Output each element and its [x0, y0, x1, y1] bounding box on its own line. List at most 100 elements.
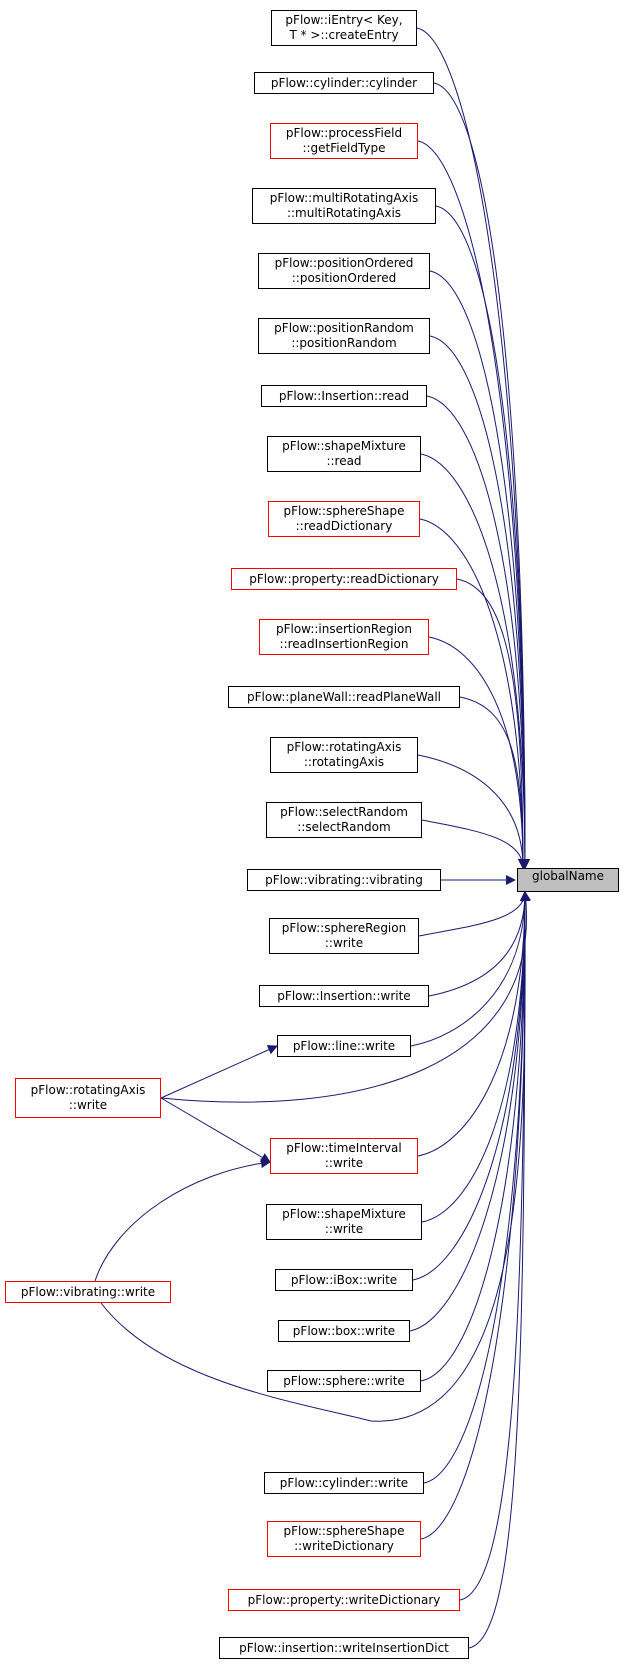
node-label-line: ::positionRandom	[291, 336, 397, 350]
node-label-line: pFlow::iEntry< Key,	[285, 13, 403, 27]
edge-n20-to-focus	[421, 891, 530, 1223]
node-label-line: ::selectRandom	[297, 820, 391, 834]
edge-r1-to-focus	[160, 891, 531, 1103]
edge-n23-to-focus	[420, 891, 530, 1382]
node-label-line: pFlow::property::writeDictionary	[247, 1592, 441, 1607]
node-label-line: pFlow::property::readDictionary	[249, 571, 439, 586]
edge-r1-to-n19	[160, 1097, 271, 1163]
caller-node-pflow-cylinder-cylinder[interactable]: pFlow::cylinder::cylinder	[254, 72, 434, 94]
caller-node-pflow-sphereshape-readdictionary[interactable]: pFlow::sphereShape::readDictionary	[268, 501, 420, 537]
node-label-line: pFlow::processField	[285, 126, 403, 140]
caller-node-pflow-box-write[interactable]: pFlow::box::write	[278, 1320, 410, 1342]
edge-r2-to-n19	[94, 1158, 271, 1282]
node-label-line: pFlow::planeWall::readPlaneWall	[247, 689, 441, 704]
caller-node-pflow-insertion-write[interactable]: pFlow::Insertion::write	[259, 985, 429, 1007]
focus-node-globalname: globalName	[517, 868, 619, 892]
caller-node-pflow-ibox-write[interactable]: pFlow::iBox::write	[275, 1269, 413, 1291]
caller-node-pflow-property-readdictionary[interactable]: pFlow::property::readDictionary	[231, 568, 457, 590]
edge-n8-to-focus	[420, 453, 530, 869]
node-label-line: pFlow::Insertion::read	[278, 388, 410, 403]
node-label-line: pFlow::rotatingAxis	[30, 1083, 146, 1097]
edge-n21-to-focus	[412, 891, 530, 1281]
node-label-line: pFlow::shapeMixture	[282, 1207, 406, 1221]
node-label-line: pFlow::iBox::write	[290, 1272, 398, 1287]
caller-node-pflow-positionordered-positionordered[interactable]: pFlow::positionOrdered::positionOrdered	[258, 253, 430, 289]
edge-n9-to-focus	[419, 518, 528, 869]
node-label-line: ::readInsertionRegion	[279, 637, 409, 651]
node-label-line: pFlow::sphereShape	[283, 1524, 405, 1538]
node-label-line: pFlow::sphereShape	[283, 504, 405, 518]
edge-n17-to-focus	[428, 891, 530, 997]
caller-node-pflow-sphereregion-write[interactable]: pFlow::sphereRegion::write	[269, 918, 419, 954]
edge-r1-to-n18	[160, 1045, 278, 1099]
node-label-line: ::write	[324, 936, 364, 950]
edge-n10-to-focus	[456, 578, 528, 869]
caller-node-pflow-line-write[interactable]: pFlow::line::write	[277, 1035, 411, 1057]
node-label-line: pFlow::sphereRegion	[281, 921, 407, 935]
caller-node-pflow-positionrandom-positionrandom[interactable]: pFlow::positionRandom::positionRandom	[258, 318, 430, 354]
node-label-line: ::getFieldType	[302, 141, 386, 155]
node-label-line: pFlow::selectRandom	[280, 805, 408, 819]
edge-n5-to-focus	[429, 270, 530, 869]
node-label-line: pFlow::positionRandom	[274, 321, 414, 335]
node-label-line: pFlow::cylinder::cylinder	[270, 75, 418, 90]
caller-node-pflow-insertionregion-readinsertionregion[interactable]: pFlow::insertionRegion::readInsertionReg…	[259, 619, 429, 655]
node-label-line: ::write	[324, 1156, 364, 1170]
node-label-line: ::write	[68, 1098, 108, 1112]
caller-node-pflow-rotatingaxis-write[interactable]: pFlow::rotatingAxis::write	[15, 1078, 161, 1118]
edge-n7-to-focus	[426, 395, 530, 869]
caller-node-pflow-insertion-writeinsertiondict[interactable]: pFlow::insertion::writeInsertionDict	[219, 1637, 469, 1659]
caller-node-pflow-rotatingaxis-rotatingaxis[interactable]: pFlow::rotatingAxis::rotatingAxis	[270, 737, 418, 773]
edge-n13-to-focus	[417, 754, 528, 869]
caller-node-pflow-processfield-getfieldtype[interactable]: pFlow::processField::getFieldType	[270, 123, 418, 159]
node-label-line: pFlow::insertionRegion	[275, 622, 412, 636]
edge-n18-to-focus	[410, 891, 530, 1047]
node-label-line: pFlow::shapeMixture	[282, 439, 406, 453]
caller-node-pflow-insertion-read[interactable]: pFlow::Insertion::read	[261, 385, 427, 407]
caller-node-pflow-sphere-write[interactable]: pFlow::sphere::write	[267, 1370, 421, 1392]
caller-node-pflow-selectrandom-selectrandom[interactable]: pFlow::selectRandom::selectRandom	[266, 802, 422, 838]
node-label-line: ::read	[326, 454, 362, 468]
node-label-line: ::multiRotatingAxis	[286, 206, 402, 220]
node-label-line: pFlow::vibrating::write	[20, 1284, 156, 1299]
edge-n27-to-focus	[468, 891, 530, 1649]
edge-n12-to-focus	[459, 696, 528, 869]
node-label-line: ::writeDictionary	[294, 1539, 394, 1553]
focus-node-label: globalName	[532, 869, 604, 883]
caller-node-pflow-cylinder-write[interactable]: pFlow::cylinder::write	[264, 1472, 424, 1494]
node-label-line: ::positionOrdered	[291, 271, 397, 285]
edge-n4-to-focus	[435, 205, 530, 869]
caller-node-pflow-vibrating-write[interactable]: pFlow::vibrating::write	[5, 1281, 171, 1303]
node-label-line: pFlow::sphere::write	[283, 1373, 405, 1388]
node-label-line: ::write	[324, 1222, 364, 1236]
edge-n3-to-focus	[417, 140, 530, 869]
node-label-line: pFlow::insertion::writeInsertionDict	[239, 1640, 449, 1655]
caller-node-pflow-property-writedictionary[interactable]: pFlow::property::writeDictionary	[228, 1589, 460, 1611]
node-label-line: pFlow::cylinder::write	[279, 1475, 409, 1490]
edge-n22-to-focus	[409, 891, 530, 1332]
node-label-line: pFlow::timeInterval	[286, 1141, 402, 1155]
node-label-line: pFlow::positionOrdered	[274, 256, 414, 270]
caller-node-pflow-shapemixture-read[interactable]: pFlow::shapeMixture::read	[267, 436, 421, 472]
edge-n24-to-focus	[423, 891, 530, 1484]
caller-node-pflow-ientry-key-t-createentry[interactable]: pFlow::iEntry< Key,T * >::createEntry	[271, 10, 417, 46]
caller-node-pflow-sphereshape-writedictionary[interactable]: pFlow::sphereShape::writeDictionary	[267, 1521, 421, 1557]
edge-n2-to-focus	[433, 82, 530, 869]
node-label-line: ::readDictionary	[295, 519, 393, 533]
node-label-line: pFlow::vibrating::vibrating	[265, 872, 423, 887]
edge-n14-to-focus	[421, 819, 528, 869]
node-label-line: pFlow::Insertion::write	[277, 988, 411, 1003]
caller-node-pflow-vibrating-vibrating[interactable]: pFlow::vibrating::vibrating	[247, 869, 441, 891]
caller-node-pflow-planewall-readplanewall[interactable]: pFlow::planeWall::readPlaneWall	[228, 686, 460, 708]
node-label-line: ::rotatingAxis	[303, 755, 385, 769]
node-label-line: pFlow::box::write	[292, 1323, 396, 1338]
caller-node-pflow-timeinterval-write[interactable]: pFlow::timeInterval::write	[270, 1138, 418, 1174]
caller-node-pflow-multirotatingaxis-multirotatingaxis[interactable]: pFlow::multiRotatingAxis::multiRotatingA…	[252, 188, 436, 224]
edge-n11-to-focus	[428, 636, 528, 869]
node-label-line: pFlow::multiRotatingAxis	[269, 191, 419, 205]
edge-n19-to-focus	[417, 891, 530, 1157]
node-label-line: pFlow::rotatingAxis	[286, 740, 402, 754]
caller-node-pflow-shapemixture-write[interactable]: pFlow::shapeMixture::write	[266, 1204, 422, 1240]
